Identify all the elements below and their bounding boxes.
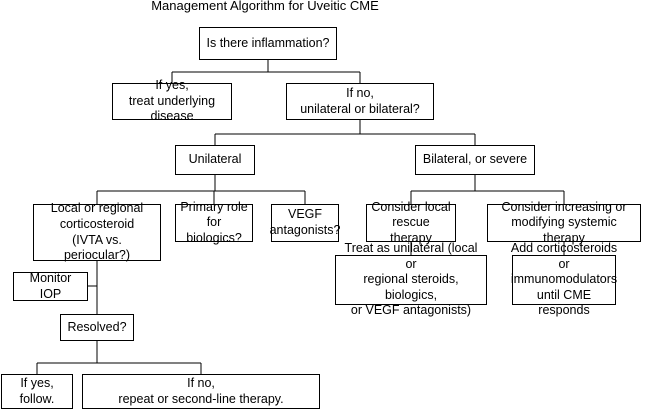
node-treat-as-unilateral: Treat as unilateral (local or regional s… [335, 241, 487, 317]
node-consider-local-rescue: Consider local rescue therapy [366, 200, 456, 245]
node-bilateral-or-severe: Bilateral, or severe [415, 145, 535, 175]
node-vegf-antagonists: VEGF antagonists? [270, 204, 340, 242]
node-if-yes-follow: If yes, follow. [1, 374, 73, 409]
node-unilateral: Unilateral [175, 145, 255, 175]
node-consider-systemic-therapy: Consider increasing or modifying systemi… [487, 200, 641, 245]
node-if-no-unilateral-or-bilateral: If no, unilateral or bilateral? [286, 83, 434, 120]
node-primary-role-biologics: Primary role for biologics? [175, 200, 253, 245]
node-if-no-repeat: If no, repeat or second-line therapy. [82, 374, 320, 409]
node-local-regional-corticosteroid: Local or regional corticosteroid (IVTA v… [33, 201, 161, 262]
node-monitor-iop: Monitor IOP [13, 271, 88, 301]
node-is-there-inflammation: Is there inflammation? [199, 27, 337, 60]
node-if-yes-treat-underlying: If yes, treat underlying disease [112, 78, 232, 123]
node-resolved: Resolved? [60, 314, 134, 341]
node-add-corticosteroids: Add corticosteroids or immunomodulators … [510, 240, 618, 318]
diagram-title: Management Algorithm for Uveitic CME [151, 0, 379, 13]
